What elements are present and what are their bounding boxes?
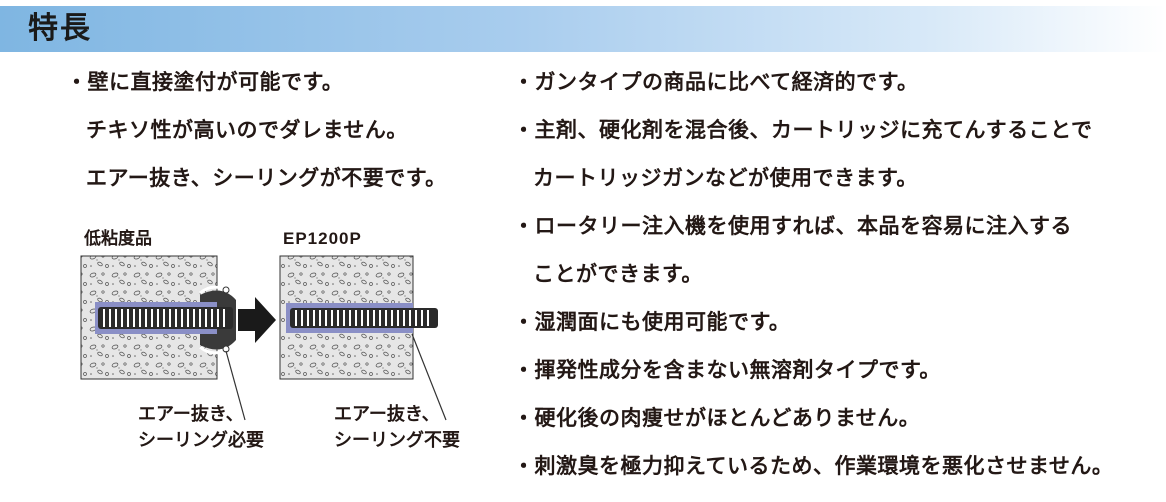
feature-item: ・揮発性成分を含まない無溶剤タイプです。 [513,358,941,382]
caption-right: エアー抜き、 シーリング不要 [334,402,460,454]
feature-item: ・硬化後の肉痩せがほとんどありません。 [513,406,921,430]
feature-item: エアー抜き、シーリングが不要です。 [86,166,447,190]
feature-item: ・主剤、硬化剤を混合後、カートリッジに充てんすることで [513,118,1093,142]
ep1200p-diagram [279,255,447,421]
anchor-bolt-right [290,308,438,328]
feature-item: チキソ性が高いのでダレません。 [86,118,408,142]
diagram-label-low-viscosity: 低粘度品 [84,229,152,249]
caption-left-line2: シーリング必要 [138,430,264,451]
feature-item: ことができます。 [533,262,703,286]
diagram-label-ep1200p: EP1200P [283,229,362,248]
right-feature-list: ・ガンタイプの商品に比べて経済的です。 ・主剤、硬化剤を混合後、カートリッジに充… [513,70,1113,502]
anchor-bolt-left [98,307,233,329]
comparison-diagram [80,255,447,421]
feature-item: ・刺激臭を極力抑えているため、作業環境を悪化させません。 [513,454,1114,478]
arrow-right-icon [238,297,276,343]
feature-item: ・ガンタイプの商品に比べて経済的です。 [513,70,919,94]
caption-left: エアー抜き、 シーリング必要 [138,402,264,454]
low-viscosity-diagram [80,255,246,421]
section-header: 特長 [0,6,1166,52]
feature-item: ・湿潤面にも使用可能です。 [513,310,791,334]
feature-item: ・ロータリー注入機を使用すれば、本品を容易に注入する [513,214,1072,238]
caption-left-line1: エアー抜き、 [138,404,244,425]
left-feature-list: ・壁に直接塗付が可能です。 チキソ性が高いのでダレません。 エアー抜き、シーリン… [66,70,447,214]
feature-item: カートリッジガンなどが使用できます。 [533,166,918,190]
section-title: 特長 [28,11,92,46]
caption-right-line2: シーリング不要 [334,430,460,451]
feature-item: ・壁に直接塗付が可能です。 [66,70,344,94]
caption-right-line1: エアー抜き、 [334,404,440,425]
